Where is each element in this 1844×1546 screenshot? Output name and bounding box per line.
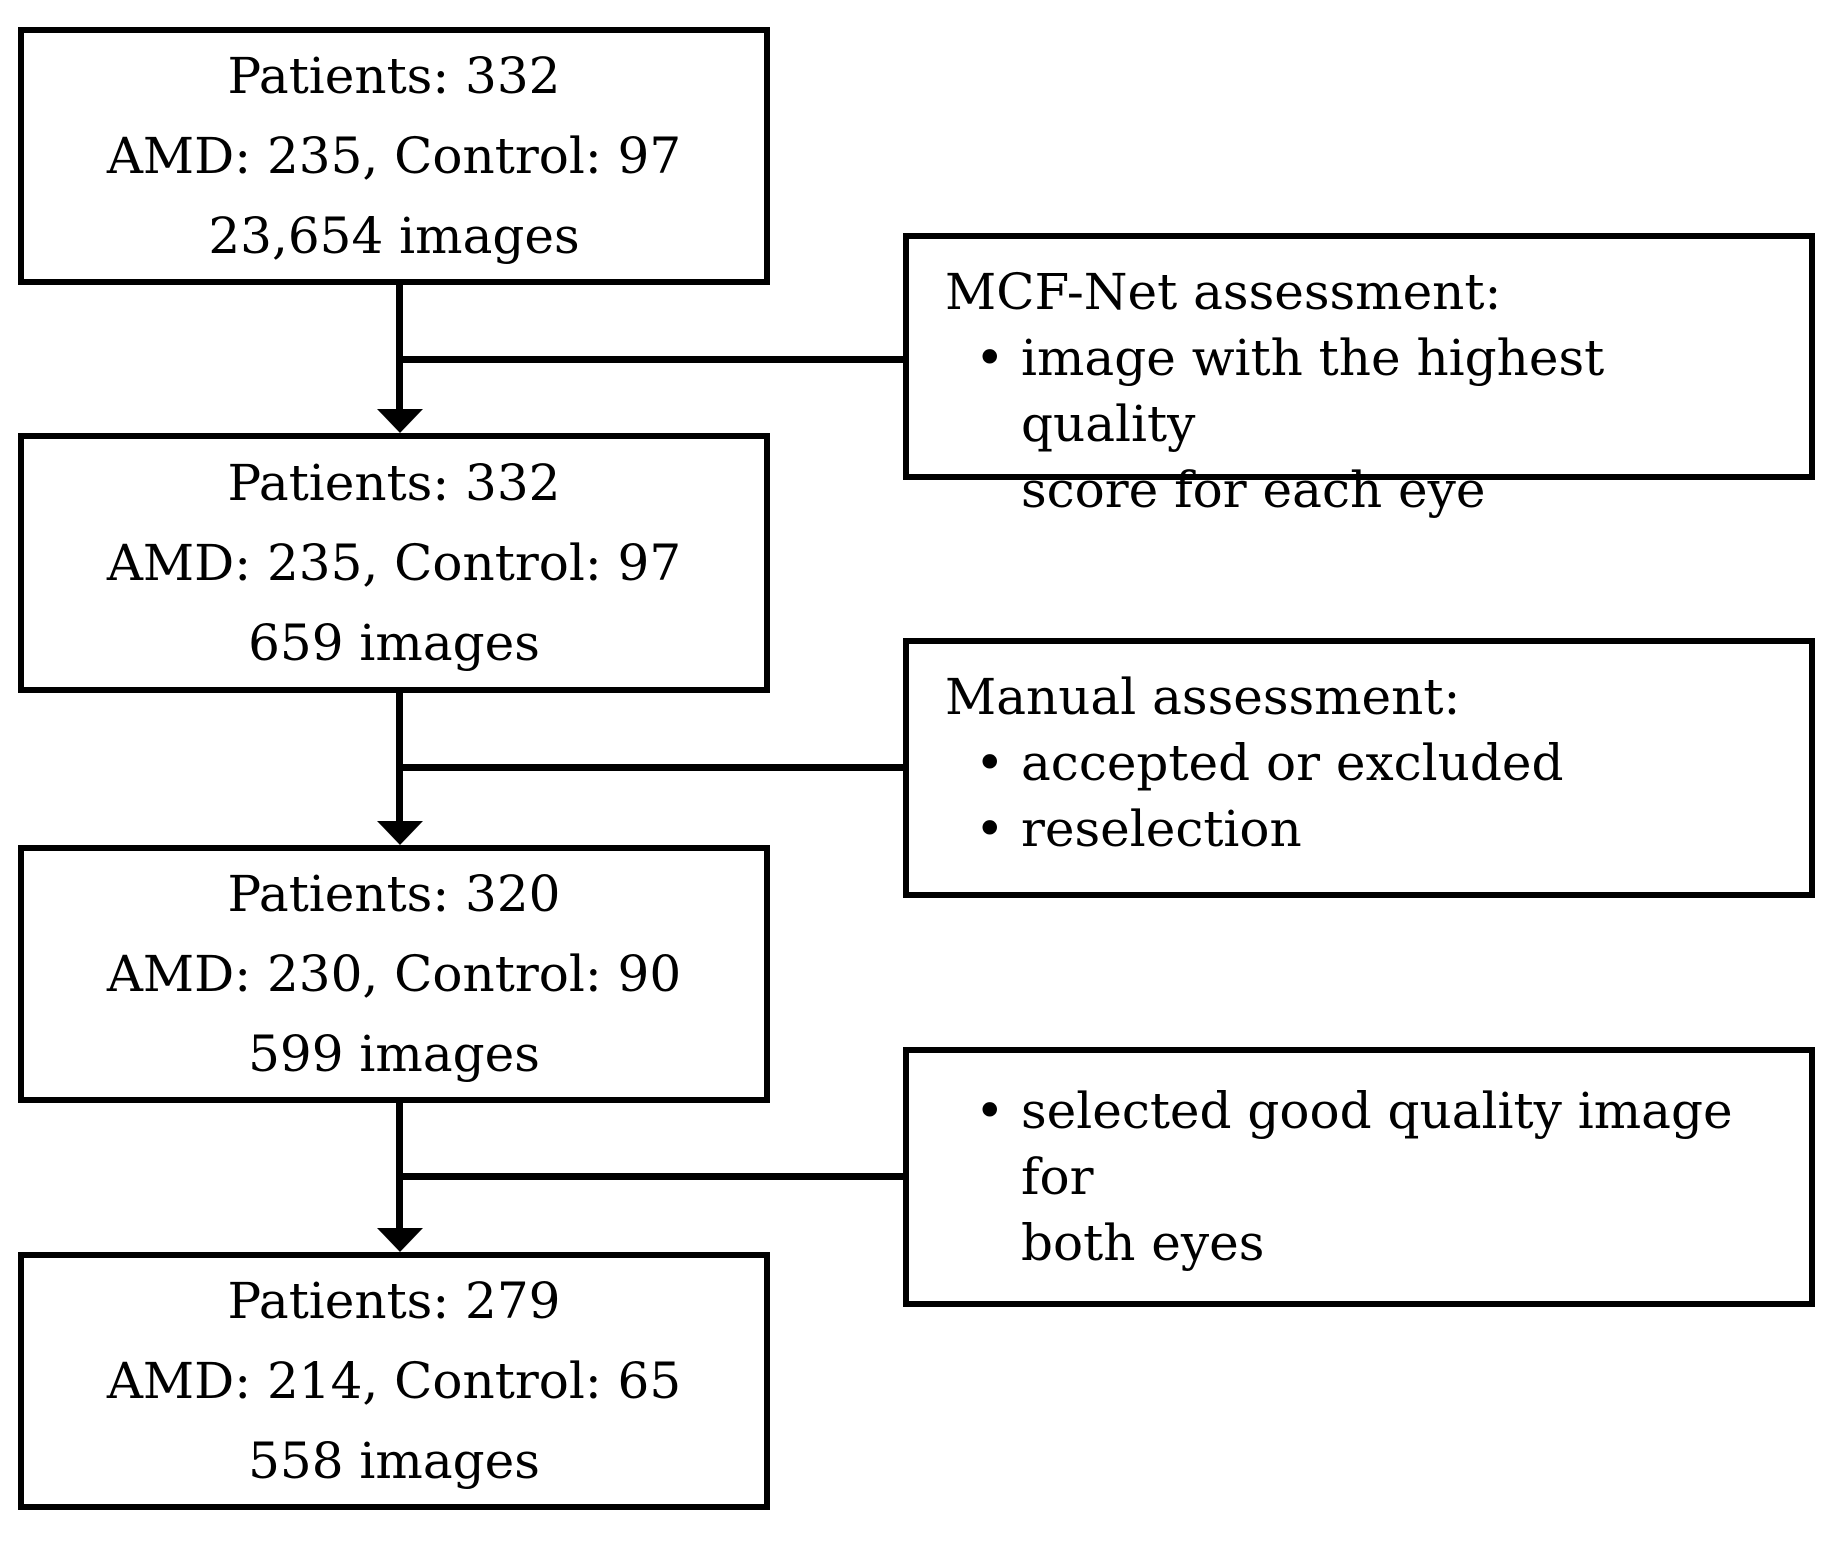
stage-line: 558 images (248, 1432, 540, 1490)
connector-line-1 (399, 356, 903, 363)
bullet-line: both eyes (1021, 1214, 1265, 1272)
down-arrow-3 (396, 1103, 403, 1231)
bullet-line: accepted or excluded (1021, 734, 1564, 792)
bullet-dot: • (975, 800, 1005, 858)
stage-line: 23,654 images (208, 207, 580, 265)
bullet-dot: • (975, 1082, 1005, 1140)
bullet-dot: • (975, 734, 1005, 792)
annotation-heading: MCF-Net assessment: (945, 263, 1502, 321)
annotation-heading: Manual assessment: (945, 668, 1461, 726)
connector-line-3 (399, 1173, 903, 1180)
bullet-dot: • (975, 329, 1005, 387)
bullet-item: • accepted or excluded (909, 730, 1809, 796)
arrowhead-icon (377, 821, 423, 845)
bullet-line: score for each eye (1021, 461, 1486, 519)
down-arrow-2 (396, 693, 403, 824)
stage-box-3: Patients: 320 AMD: 230, Control: 90 599 … (18, 845, 770, 1103)
stage-box-4: Patients: 279 AMD: 214, Control: 65 558 … (18, 1252, 770, 1510)
bullet-item: • selected good quality image for both e… (909, 1078, 1809, 1276)
bullet-item: • image with the highest quality score f… (909, 325, 1809, 523)
stage-line: AMD: 214, Control: 65 (106, 1352, 682, 1410)
stage-line: Patients: 332 (227, 47, 561, 105)
arrowhead-icon (377, 409, 423, 433)
stage-line: 599 images (248, 1025, 540, 1083)
bullet-line: selected good quality image for (1021, 1082, 1733, 1206)
stage-line: AMD: 235, Control: 97 (106, 534, 682, 592)
stage-line: Patients: 320 (227, 865, 561, 923)
down-arrow-1 (396, 285, 403, 412)
annotation-box-manual: Manual assessment: • accepted or exclude… (903, 638, 1815, 898)
annotation-box-mcf-net: MCF-Net assessment: • image with the hig… (903, 233, 1815, 519)
stage-line: Patients: 279 (227, 1272, 561, 1330)
bullet-line: reselection (1021, 800, 1302, 858)
arrowhead-icon (377, 1228, 423, 1252)
stage-line: Patients: 332 (227, 454, 561, 512)
stage-line: AMD: 235, Control: 97 (106, 127, 682, 185)
stage-box-2: Patients: 332 AMD: 235, Control: 97 659 … (18, 433, 770, 693)
annotation-box-selection: • selected good quality image for both e… (903, 1047, 1815, 1307)
stage-line: AMD: 230, Control: 90 (106, 945, 682, 1003)
bullet-item: • reselection (909, 796, 1809, 862)
bullet-line: image with the highest quality (1021, 329, 1605, 453)
stage-box-1: Patients: 332 AMD: 235, Control: 97 23,6… (18, 27, 770, 285)
stage-line: 659 images (248, 614, 540, 672)
connector-line-2 (399, 764, 903, 771)
